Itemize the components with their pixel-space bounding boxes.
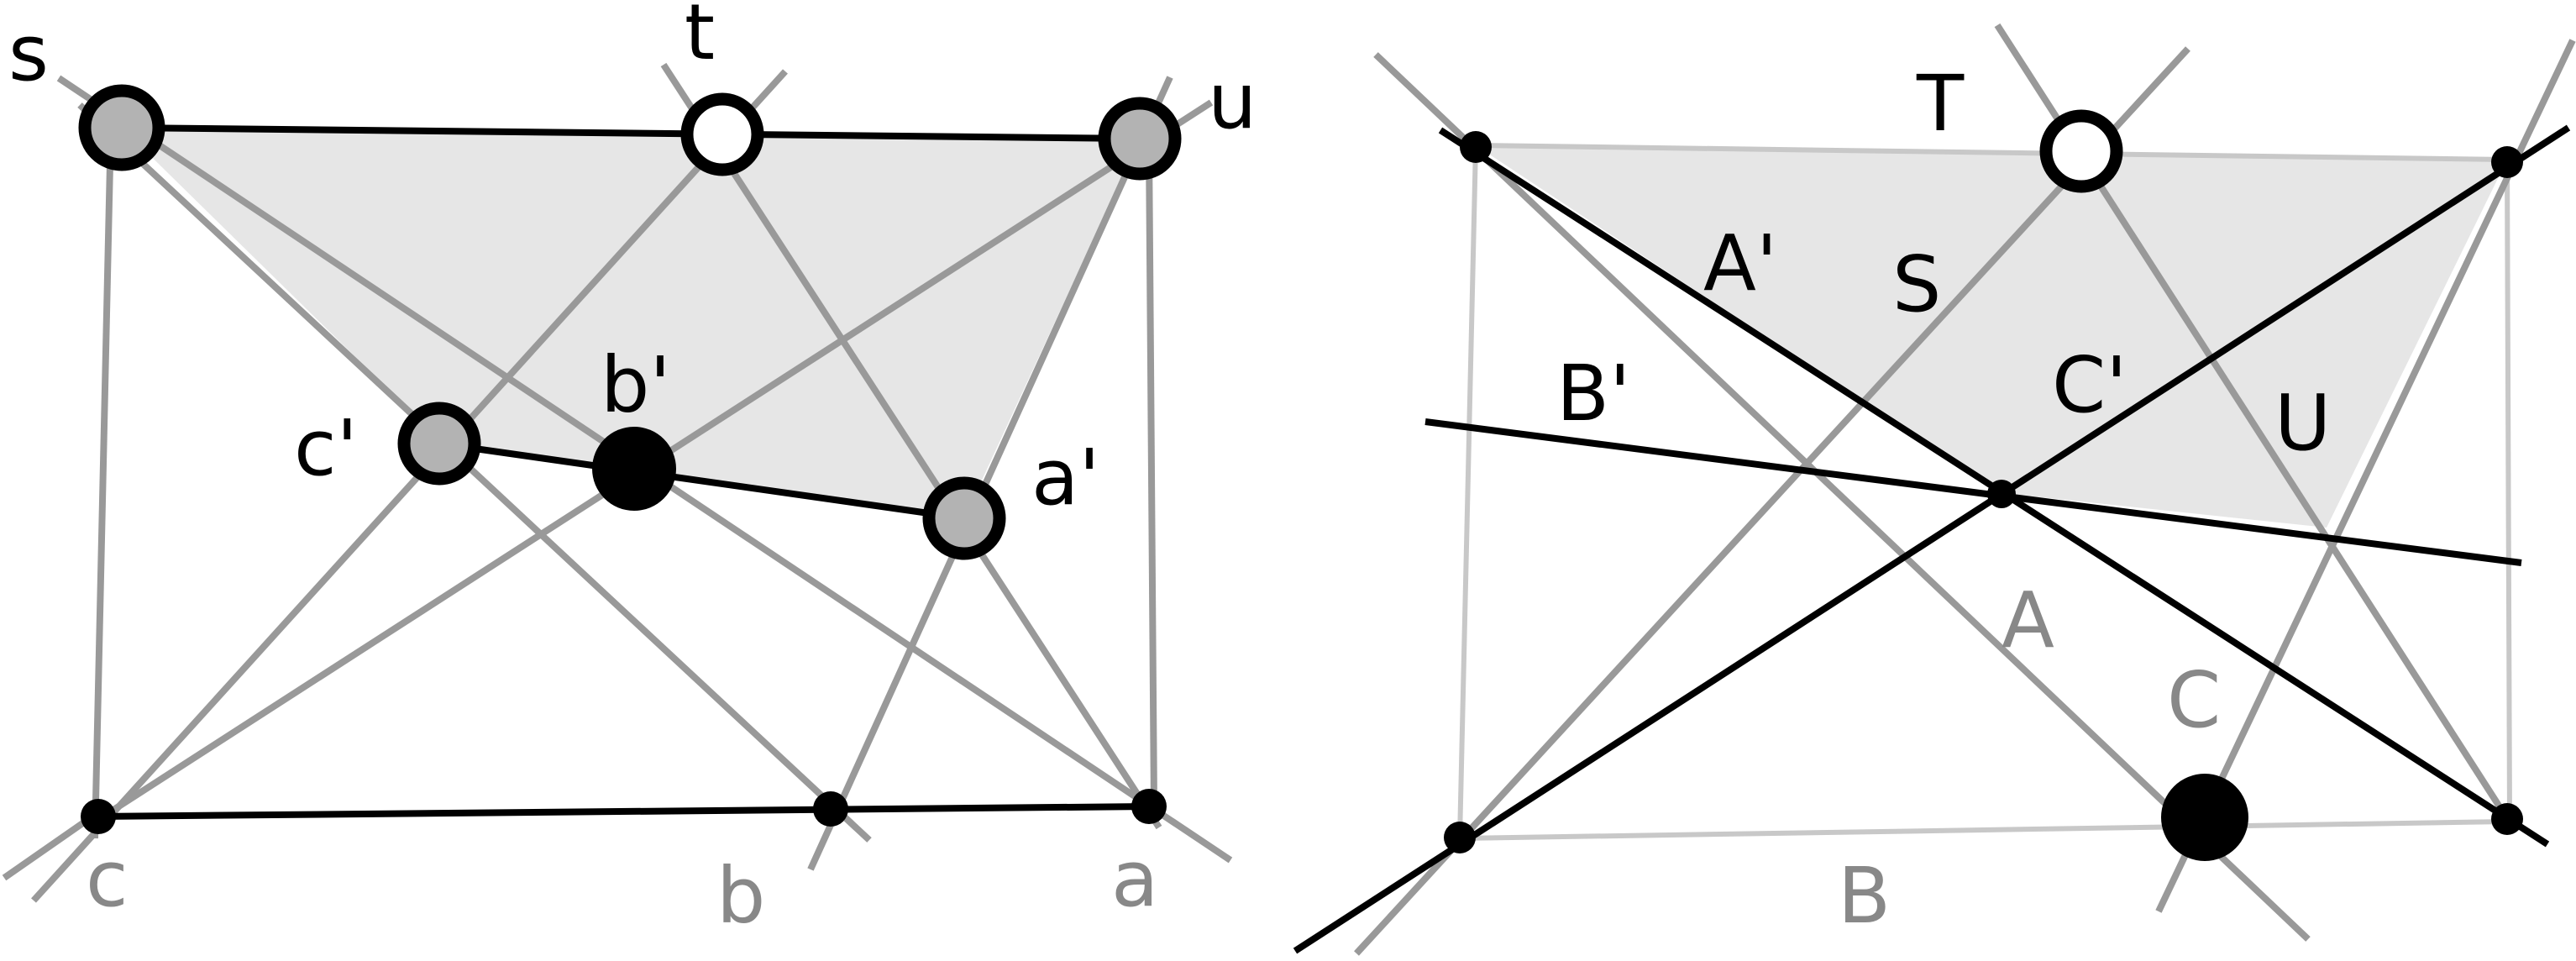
right-figure: T A' S B' C' U A C B <box>1293 23 2576 956</box>
line-top-edge <box>1475 143 2508 162</box>
label-u: u <box>1208 56 1257 146</box>
line-c-a <box>97 803 1150 820</box>
line-u-b <box>807 76 1173 871</box>
label-B-prime: B' <box>1556 349 1630 438</box>
line-bottom-edge <box>1459 819 2508 841</box>
label-C: C <box>2167 655 2221 745</box>
label-s: s <box>8 8 49 98</box>
point-c-prime <box>397 402 481 486</box>
line-t-a <box>660 62 1162 830</box>
right-shaded-region <box>1476 145 2507 528</box>
point-bottom-right <box>2491 803 2523 835</box>
point-C <box>2161 774 2248 861</box>
point-T <box>2039 109 2123 193</box>
point-b-prime <box>592 427 676 511</box>
point-a <box>1131 789 1167 824</box>
line-u-a <box>1146 142 1157 807</box>
point-center <box>1987 480 2016 508</box>
line-B-prime <box>1424 418 2522 566</box>
label-U: U <box>2274 378 2331 468</box>
label-A: A <box>2002 575 2054 665</box>
label-a: a <box>1111 834 1158 924</box>
label-B: B <box>1838 851 1891 941</box>
line-s-c <box>92 125 114 839</box>
line-S <box>1354 46 2190 956</box>
label-b: b <box>716 851 765 941</box>
line-C-prime <box>1293 124 2571 954</box>
line-left-edge <box>1457 144 1478 839</box>
point-a-prime <box>922 476 1006 560</box>
point-u <box>1098 97 1182 181</box>
label-b-prime: b' <box>601 340 671 430</box>
line-c-prime-a-prime <box>438 440 965 522</box>
point-s <box>78 84 165 171</box>
label-a-prime: a' <box>1031 433 1100 523</box>
point-top-right <box>2491 146 2523 178</box>
point-c <box>81 799 116 834</box>
point-t <box>680 92 764 176</box>
line-C <box>2155 39 2576 913</box>
label-S: S <box>1892 239 1941 329</box>
line-s-b <box>77 102 872 843</box>
left-shaded-region <box>122 128 1140 518</box>
label-C-prime: C' <box>2052 340 2127 430</box>
label-A-prime: A' <box>1703 218 1777 308</box>
label-c: c <box>86 834 129 924</box>
line-t-c <box>31 69 788 903</box>
label-c-prime: c' <box>294 403 358 493</box>
point-b <box>813 791 848 827</box>
line-right-edge <box>2505 159 2512 820</box>
point-bottom-left <box>1444 822 1476 853</box>
line-A <box>1373 52 2311 942</box>
left-figure: s t u b' c' a' c b a <box>2 0 1257 941</box>
line-s-u <box>121 124 1141 142</box>
label-t: t <box>685 0 715 77</box>
label-T: T <box>1916 59 1965 149</box>
point-top-left <box>1460 131 1492 163</box>
